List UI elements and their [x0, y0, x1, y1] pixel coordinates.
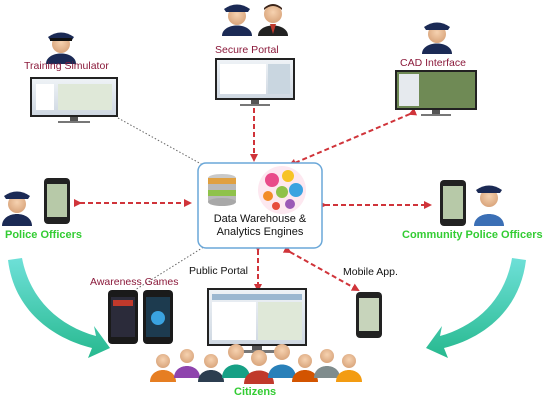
dotted-link-training [117, 117, 213, 171]
public-portal-monitor [207, 288, 307, 353]
officer-secure-avatar [222, 4, 252, 36]
awareness-games-phones [108, 290, 173, 344]
flow-arrow-left [8, 258, 110, 358]
mobile-app-phone [356, 292, 382, 338]
police-officers-phone [44, 178, 70, 224]
label-public-portal: Public Portal [189, 265, 248, 277]
brain-gears-icon [258, 166, 306, 214]
center-title-line2: Analytics Engines [216, 226, 304, 238]
citizens-group [150, 344, 362, 384]
flow-arrow-right [426, 258, 526, 358]
officer-cad-avatar [422, 22, 452, 54]
label-awareness-games: Awareness Games [90, 276, 179, 288]
center-title-line1: Data Warehouse & [213, 213, 307, 225]
dotted-link-awareness [134, 237, 219, 291]
label-cad-interface: CAD Interface [400, 57, 466, 69]
officer-left-avatar [2, 191, 32, 226]
label-police-officers: Police Officers [5, 229, 83, 241]
connectors [74, 94, 432, 292]
label-mobile-app: Mobile App. [343, 266, 398, 278]
label-community-police-officers: Community Police Officers [402, 229, 543, 241]
database-icon [208, 174, 236, 206]
community-officers-phone [440, 180, 466, 226]
label-citizens: Citizens [234, 386, 277, 398]
businessman-avatar [258, 4, 288, 36]
arrow-mobile-app [282, 245, 360, 291]
training-simulator-monitor [30, 77, 118, 123]
cad-interface-monitor [395, 70, 477, 116]
secure-portal-monitor [215, 58, 295, 106]
label-training-simulator: Training Simulator [24, 60, 109, 72]
officer-training-avatar [46, 32, 76, 64]
arrow-cad-interface [288, 107, 418, 167]
center-title: Data Warehouse & Analytics Engines [198, 213, 322, 239]
community-officer-avatar [474, 185, 504, 226]
label-secure-portal: Secure Portal [215, 44, 279, 56]
